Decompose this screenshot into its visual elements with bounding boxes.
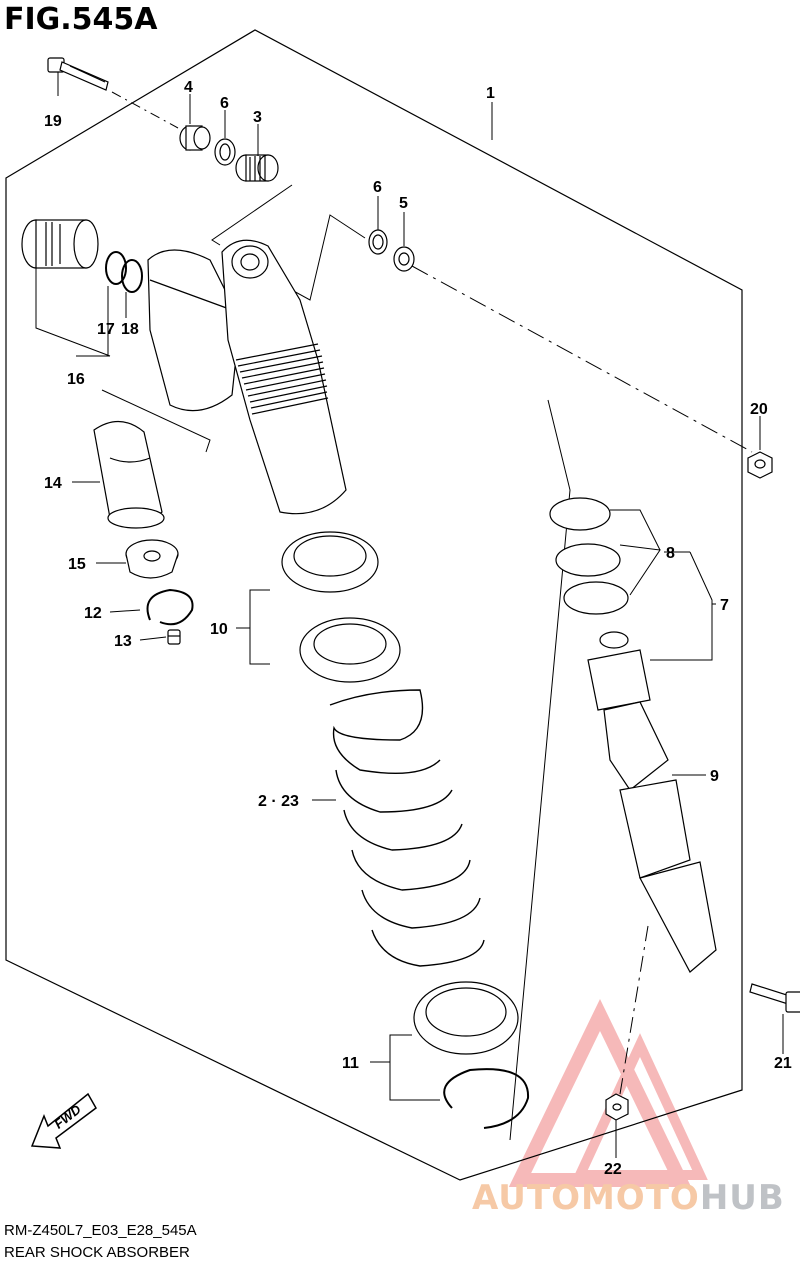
spring-seat-11 bbox=[413, 981, 519, 1055]
collar-4 bbox=[179, 125, 211, 151]
callout-13: 13 bbox=[114, 633, 132, 650]
callout-21: 21 bbox=[774, 1055, 792, 1072]
nut-22 bbox=[605, 1093, 629, 1121]
spring-nut-10-upper bbox=[281, 531, 379, 593]
callout-12: 12 bbox=[84, 605, 102, 622]
adjuster-16 bbox=[21, 219, 99, 269]
callout-5: 5 bbox=[399, 195, 408, 212]
figure-title: FIG.545A bbox=[4, 2, 158, 37]
valve-13 bbox=[167, 629, 181, 645]
leader-5-dash bbox=[411, 265, 753, 453]
watermark-text-a: AUTOMOTO bbox=[472, 1178, 700, 1218]
callout-17: 17 bbox=[97, 321, 115, 338]
watermark-logo: AUTOMOTOHUB bbox=[472, 1178, 785, 1218]
callout-16: 16 bbox=[67, 371, 85, 388]
circlip-12 bbox=[146, 588, 194, 626]
callout-9: 9 bbox=[710, 768, 719, 785]
figure-code: RM-Z450L7_E03_E28_545A bbox=[4, 1222, 197, 1239]
axis-guide-line bbox=[509, 399, 571, 1141]
callout-18: 18 bbox=[121, 321, 139, 338]
callout-leaders bbox=[35, 72, 784, 1158]
nut-20 bbox=[747, 451, 773, 479]
bearing-guide-line bbox=[211, 184, 293, 246]
spacer-5 bbox=[393, 246, 415, 272]
circlip-11 bbox=[443, 1068, 530, 1129]
callout-6-upper: 6 bbox=[220, 95, 229, 112]
reservoir-cap-15 bbox=[125, 539, 179, 579]
spring-2-23 bbox=[329, 689, 485, 967]
callout-11: 11 bbox=[342, 1055, 359, 1072]
o-ring-18 bbox=[121, 259, 143, 293]
seal-6-upper bbox=[214, 138, 236, 166]
spring-nut-10-lower bbox=[299, 617, 401, 683]
callout-3: 3 bbox=[253, 109, 262, 126]
fwd-arrow: FWD bbox=[30, 1092, 97, 1149]
callout-22: 22 bbox=[604, 1161, 622, 1178]
callout-10: 10 bbox=[210, 621, 228, 638]
bearing-3 bbox=[235, 154, 279, 182]
callout-19: 19 bbox=[44, 113, 62, 130]
bump-stop-8 bbox=[549, 497, 629, 615]
damper-rod-7 bbox=[587, 631, 717, 973]
o-ring-17 bbox=[105, 251, 127, 285]
callout-4: 4 bbox=[184, 79, 193, 96]
bolt-19 bbox=[47, 57, 109, 91]
watermark-text-b: HUB bbox=[699, 1178, 785, 1218]
seal-6-right bbox=[368, 229, 388, 255]
assembly-boundary bbox=[5, 29, 743, 1181]
callout-20: 20 bbox=[750, 401, 768, 418]
shock-body bbox=[221, 239, 347, 515]
callout-15: 15 bbox=[68, 556, 86, 573]
reservoir-body bbox=[147, 249, 241, 412]
callout-7: 7 bbox=[720, 597, 729, 614]
callout-2-23: 2 · 23 bbox=[258, 793, 299, 810]
bolt-21 bbox=[749, 983, 800, 1013]
leader-22-dash bbox=[619, 925, 649, 1095]
leader-19-dash bbox=[111, 91, 179, 129]
callout-6-right: 6 bbox=[373, 179, 382, 196]
callout-1: 1 bbox=[486, 85, 495, 102]
callout-8: 8 bbox=[666, 545, 675, 562]
figure-name: REAR SHOCK ABSORBER bbox=[4, 1244, 190, 1261]
callout-14: 14 bbox=[44, 475, 62, 492]
reservoir-bladder-14 bbox=[93, 420, 165, 529]
